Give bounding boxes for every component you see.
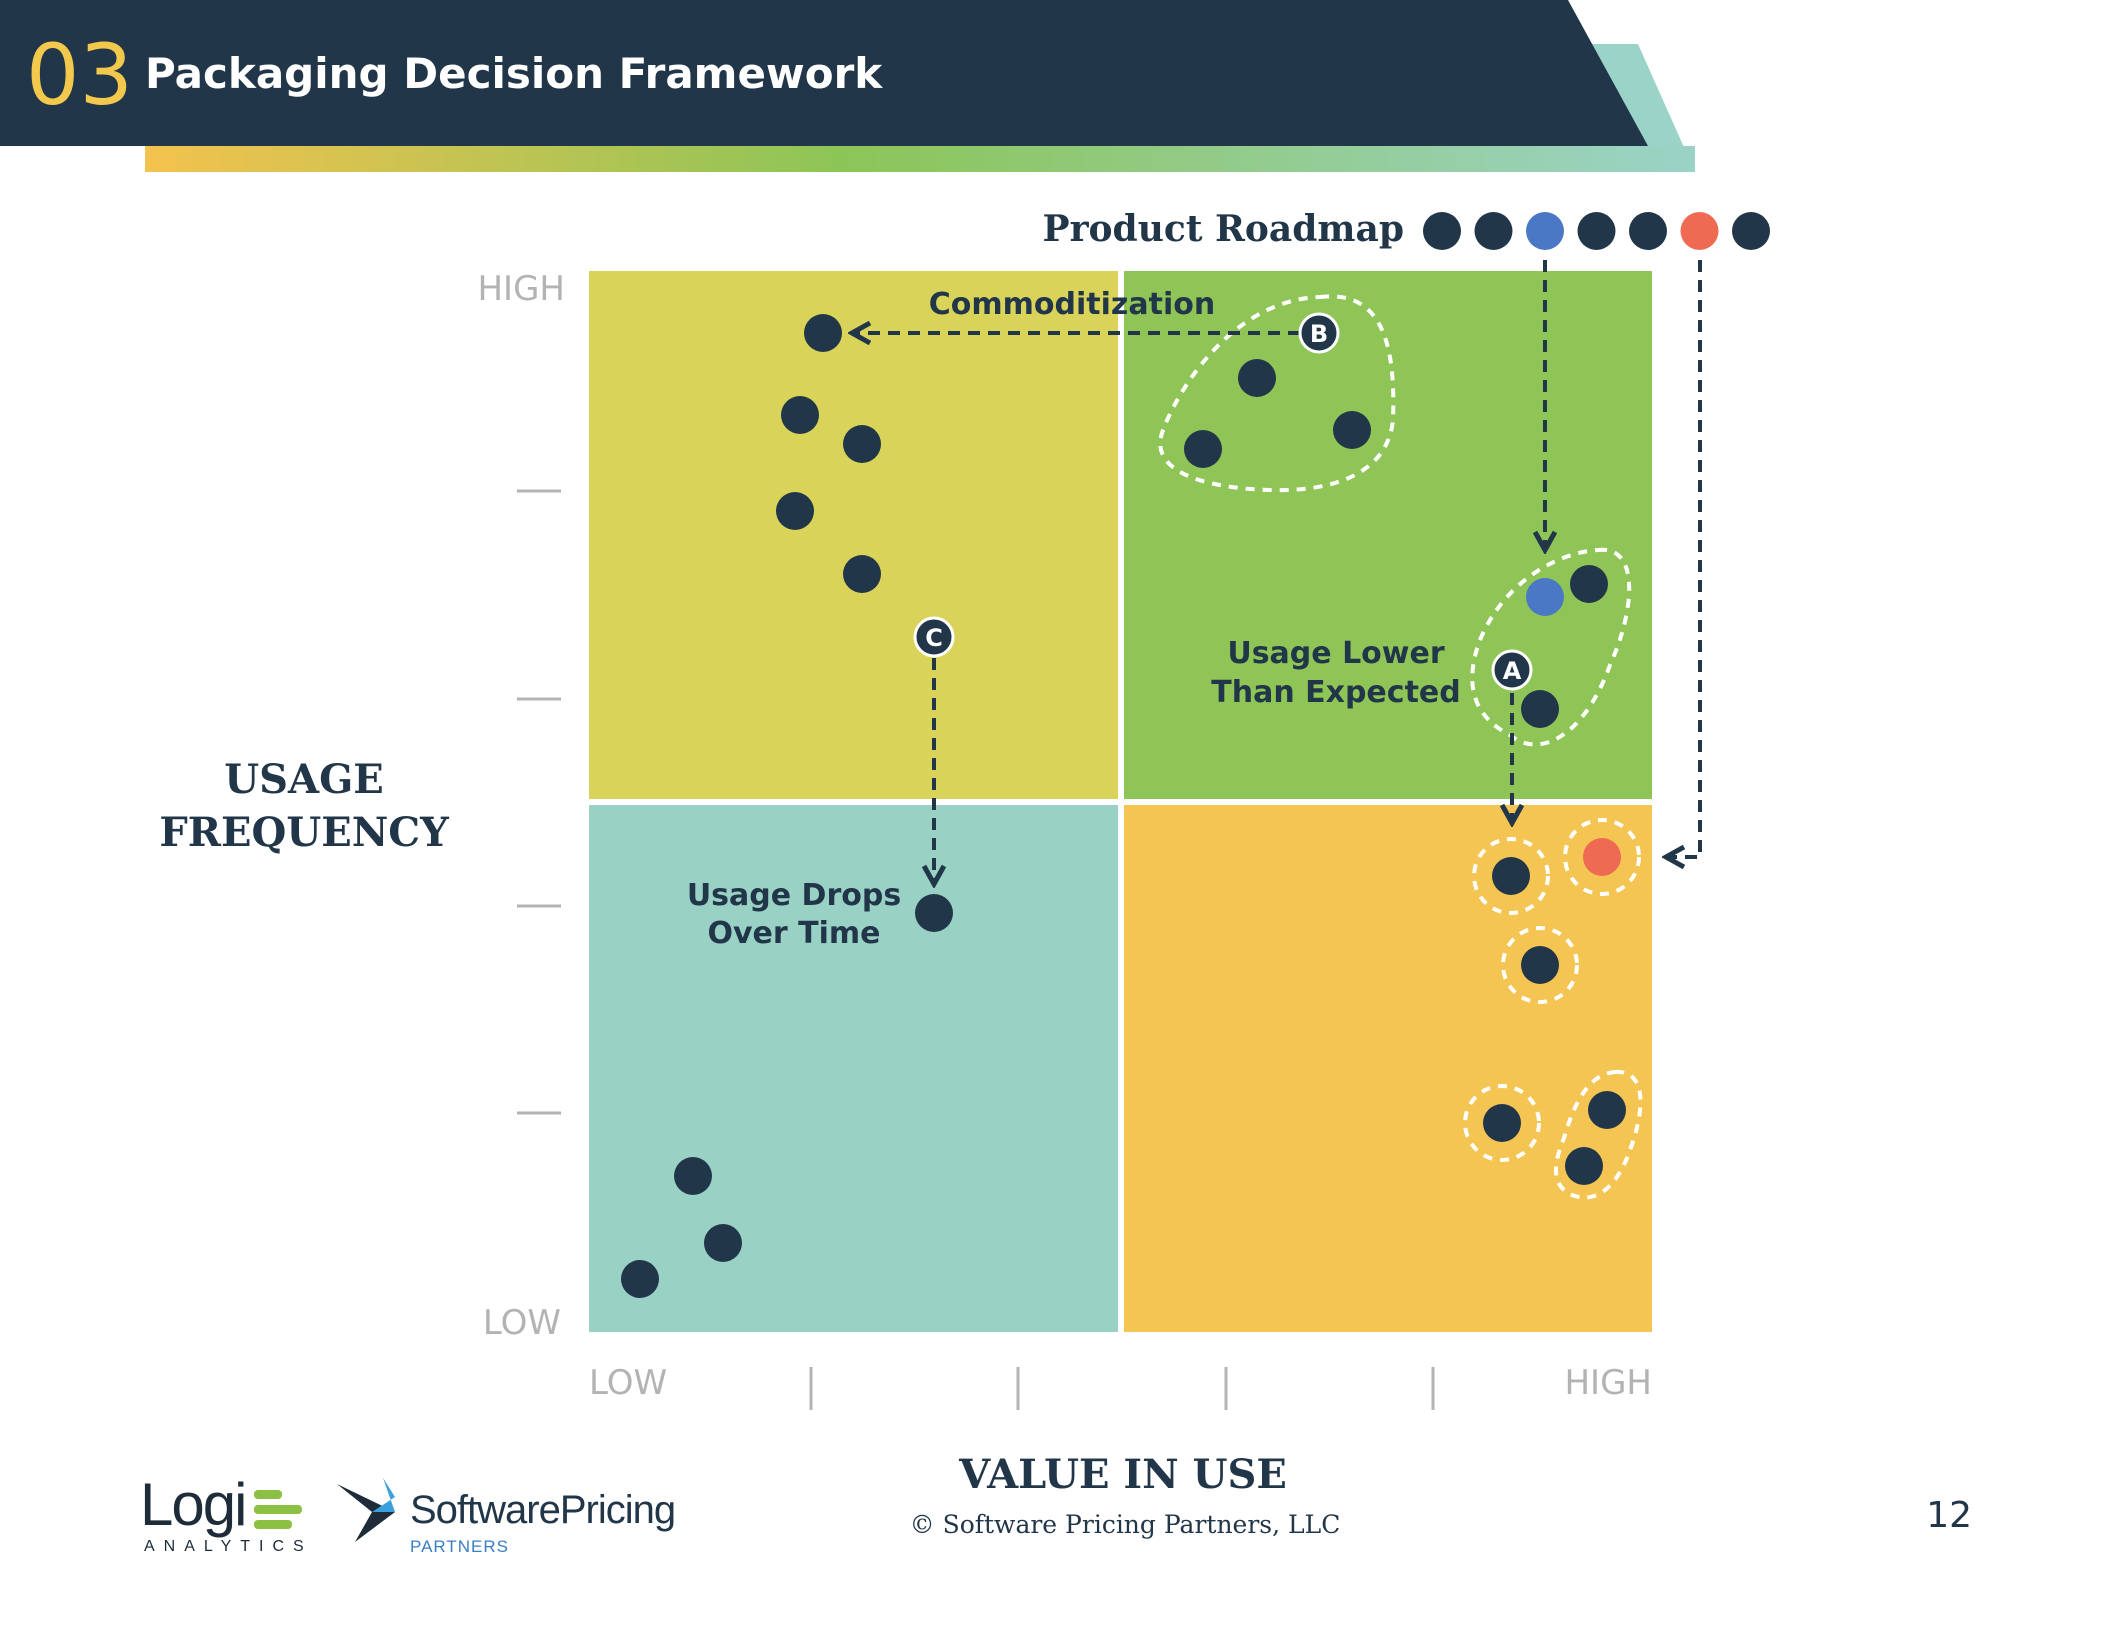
feature-dot (1570, 565, 1608, 603)
feature-dot (1583, 838, 1621, 876)
roadmap-dots (1423, 212, 1770, 250)
logi-logo-word: Logi (140, 1471, 247, 1538)
usage-drops-label-line2: Over Time (708, 916, 881, 951)
roadmap-dot (1629, 212, 1667, 250)
page-number: 12 (1926, 1495, 1972, 1536)
roadmap-dot (1474, 212, 1513, 250)
roadmap-red-arrow (1666, 260, 1702, 857)
feature-dot (704, 1224, 742, 1262)
y-axis-title-line1: USAGE (224, 756, 383, 803)
marker-c: C (913, 616, 955, 658)
feature-dot (804, 314, 842, 352)
header-band (0, 0, 1648, 146)
feature-dot (674, 1157, 712, 1195)
usage-lower-label-line2: Than Expected (1211, 675, 1460, 710)
quadrant-top-left (589, 271, 1118, 799)
roadmap-label: Product Roadmap (1043, 208, 1405, 250)
feature-dot (1492, 857, 1530, 895)
spp-logo-sub: PARTNERS (410, 1537, 510, 1556)
feature-dot (1526, 578, 1564, 616)
marker-c-label: C (925, 624, 943, 652)
pair-ring (1554, 1069, 1643, 1200)
spp-logo-arrow-icon (337, 1478, 395, 1542)
usage-drops-label-line1: Usage Drops (687, 878, 901, 913)
x-axis-high-label: HIGH (1564, 1363, 1652, 1403)
feature-dot (1521, 690, 1559, 728)
marker-a: A (1491, 649, 1533, 691)
dot-ring (1501, 926, 1579, 1004)
roadmap-dot (1423, 212, 1461, 250)
feature-dot (1184, 430, 1222, 468)
roadmap-dot (1732, 212, 1770, 250)
feature-dot (776, 492, 814, 530)
dot-ring (1563, 818, 1641, 896)
x-axis-title: VALUE IN USE (958, 1451, 1287, 1498)
feature-dot (1333, 411, 1371, 449)
copyright: © Software Pricing Partners, LLC (909, 1510, 1341, 1539)
feature-dot (1483, 1104, 1521, 1142)
roadmap-dot (1526, 212, 1564, 250)
feature-dot (915, 894, 953, 932)
dot-ring (1472, 837, 1550, 915)
quadrant-bottom-right (1124, 805, 1652, 1332)
y-axis-ticks (517, 489, 561, 1115)
feature-dot (781, 396, 819, 434)
section-number: 03 (26, 26, 133, 124)
usage-lower-label-line1: Usage Lower (1227, 636, 1445, 671)
spp-logo-word: SoftwarePricing (410, 1488, 676, 1532)
marker-b: B (1298, 312, 1340, 354)
feature-dot (1565, 1147, 1603, 1185)
x-axis-ticks (809, 1367, 1435, 1410)
page-title: Packaging Decision Framework (145, 49, 883, 98)
feature-dots (621, 314, 1626, 1298)
marker-a-label: A (1503, 657, 1522, 685)
feature-dot (843, 425, 881, 463)
marker-b-label: B (1310, 320, 1328, 348)
feature-dot (1588, 1091, 1626, 1129)
y-axis-high-label: HIGH (477, 269, 565, 309)
y-axis-low-label: LOW (483, 1303, 561, 1343)
feature-dot (1238, 359, 1276, 397)
y-axis-title-line2: FREQUENCY (159, 809, 449, 856)
logi-logo-bars (254, 1490, 302, 1529)
logi-logo-sub: ANALYTICS (144, 1538, 313, 1555)
feature-dot (843, 555, 881, 593)
roadmap-dot (1680, 212, 1719, 250)
quadrant-top-right (1124, 271, 1652, 799)
roadmap-dot (1577, 212, 1616, 250)
x-axis-low-label: LOW (589, 1363, 667, 1403)
dot-ring (1463, 1084, 1541, 1162)
header-gradient-stripe (145, 146, 1695, 172)
group-b-enclosure (1158, 294, 1396, 493)
dashed-arrows (852, 260, 1702, 884)
quadrant-bottom-left (589, 805, 1118, 1332)
commoditization-label: Commoditization (929, 287, 1215, 322)
feature-dot (621, 1260, 659, 1298)
feature-dot (1521, 946, 1559, 984)
